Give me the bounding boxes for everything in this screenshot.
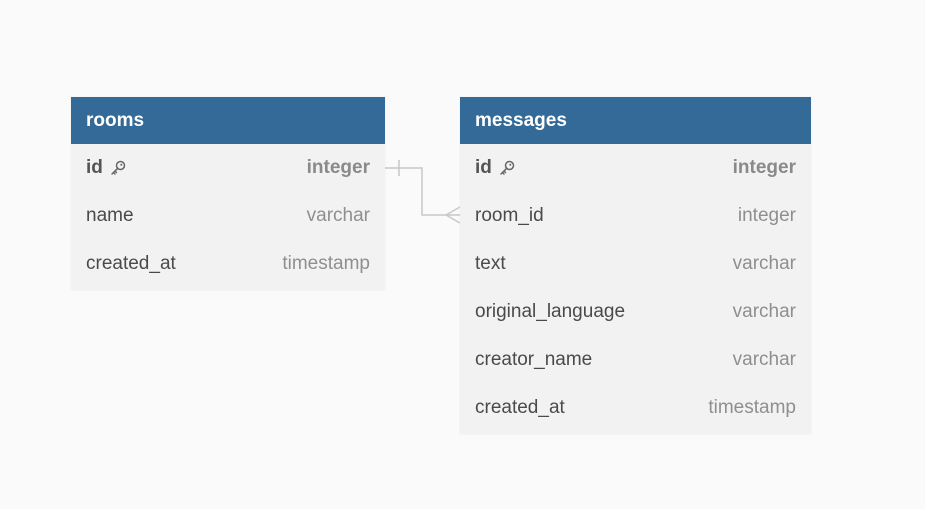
field-type: varchar — [732, 349, 796, 370]
field-name: created_at — [86, 253, 176, 274]
table-messages[interactable]: messages id integer room_id integer tex — [460, 97, 811, 434]
table-rooms[interactable]: rooms id integer name varchar created_a — [71, 97, 385, 290]
field-type: timestamp — [282, 253, 370, 274]
field-name-label: id — [86, 157, 103, 178]
field-row[interactable]: id integer — [460, 144, 811, 192]
field-row[interactable]: name varchar — [71, 192, 385, 240]
field-type: varchar — [306, 205, 370, 226]
field-row[interactable]: creator_name varchar — [460, 336, 811, 384]
table-body-messages: id integer room_id integer text varchar — [460, 144, 811, 434]
table-header-messages[interactable]: messages — [460, 97, 811, 144]
field-row[interactable]: id integer — [71, 144, 385, 192]
field-name: original_language — [475, 301, 626, 322]
field-row[interactable]: room_id integer — [460, 192, 811, 240]
field-name: id — [475, 157, 516, 179]
field-name: id — [86, 157, 127, 179]
field-name: creator_name — [475, 349, 593, 370]
field-type: integer — [737, 205, 796, 226]
field-row[interactable]: created_at timestamp — [71, 240, 385, 288]
key-icon — [500, 160, 515, 175]
field-name: created_at — [475, 397, 565, 418]
field-type: varchar — [732, 253, 796, 274]
field-row[interactable]: text varchar — [460, 240, 811, 288]
key-icon — [111, 160, 126, 175]
field-name: name — [86, 205, 134, 226]
field-name-label: id — [475, 157, 492, 178]
field-row[interactable]: original_language varchar — [460, 288, 811, 336]
field-type: integer — [732, 157, 796, 178]
table-body-rooms: id integer name varchar created_at times… — [71, 144, 385, 290]
many-cardinality-mark — [445, 206, 461, 224]
field-type: varchar — [732, 301, 796, 322]
field-type: timestamp — [708, 397, 796, 418]
field-type: integer — [306, 157, 370, 178]
connector-line — [385, 167, 460, 216]
table-header-rooms[interactable]: rooms — [71, 97, 385, 144]
field-name: room_id — [475, 205, 544, 226]
field-row[interactable]: created_at timestamp — [460, 384, 811, 432]
field-name: text — [475, 253, 506, 274]
